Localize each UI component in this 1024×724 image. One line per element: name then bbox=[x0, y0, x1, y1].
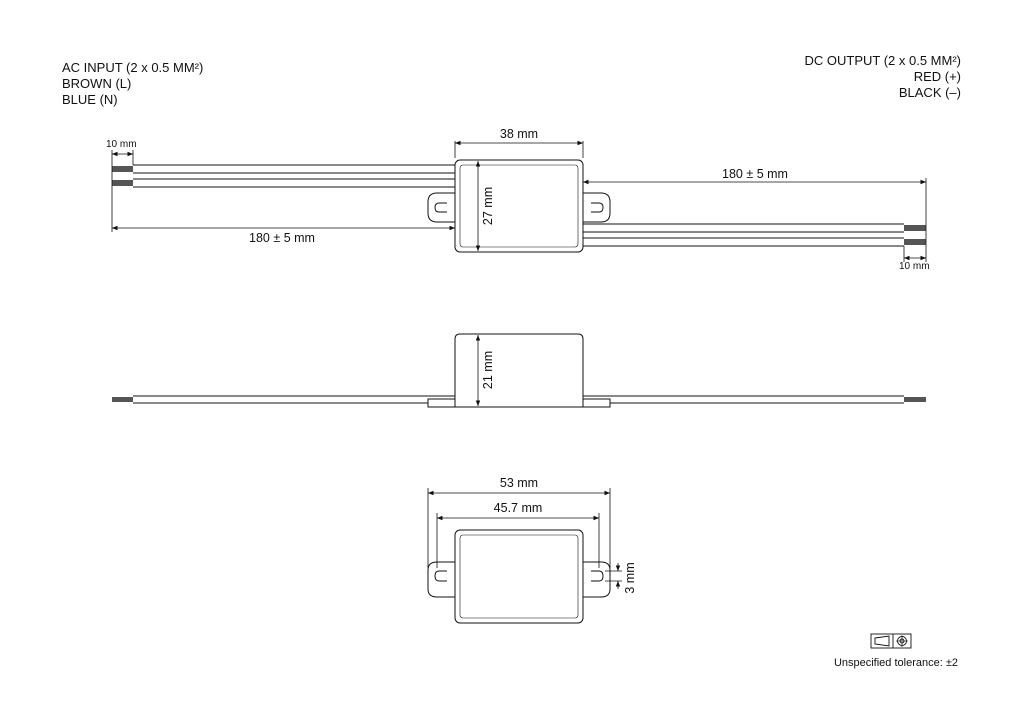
top-view-housing bbox=[454, 159, 584, 253]
top-view bbox=[111, 140, 927, 262]
dim-left-strip: 10 mm bbox=[106, 139, 137, 150]
dim-side-height: 21 mm bbox=[481, 351, 495, 389]
side-view-housing bbox=[454, 333, 584, 408]
bottom-view-housing bbox=[454, 529, 584, 624]
dim-bottom-slot: 3 mm bbox=[623, 562, 637, 593]
left-mounting-tab bbox=[427, 192, 455, 223]
projection-symbol-icon bbox=[870, 633, 912, 649]
ac-input-brown-wire: BROWN (L) bbox=[62, 76, 132, 91]
bottom-view bbox=[427, 488, 622, 624]
right-cable-upper bbox=[583, 223, 926, 233]
right-mounting-tab bbox=[583, 192, 611, 223]
dim-bottom-overall: 53 mm bbox=[500, 476, 538, 490]
bottom-right-tab bbox=[583, 561, 611, 598]
tolerance-note: Unspecified tolerance: ±2 bbox=[833, 657, 958, 669]
side-left-flange bbox=[427, 398, 456, 408]
dc-output-red-wire: RED (+) bbox=[913, 69, 961, 84]
dim-right-cable: 180 ± 5 mm bbox=[722, 167, 788, 181]
dim-top-width: 38 mm bbox=[500, 127, 538, 141]
bottom-left-tab bbox=[427, 561, 455, 598]
side-left-cable bbox=[112, 395, 455, 404]
side-right-cable bbox=[583, 395, 926, 404]
left-cable-lower bbox=[112, 178, 455, 188]
ac-input-title: AC INPUT (2 x 0.5 MM²) bbox=[62, 60, 204, 75]
dc-output-black-wire: BLACK (–) bbox=[898, 85, 961, 100]
dim-top-height: 27 mm bbox=[481, 187, 495, 225]
dim-bottom-inner: 45.7 mm bbox=[494, 501, 543, 515]
dim-right-strip: 10 mm bbox=[899, 261, 930, 272]
ac-input-blue-wire: BLUE (N) bbox=[62, 92, 118, 107]
right-cable-lower bbox=[583, 237, 926, 247]
side-right-flange bbox=[582, 398, 611, 408]
left-cable-upper bbox=[112, 164, 455, 174]
dim-left-cable: 180 ± 5 mm bbox=[249, 231, 315, 245]
side-view bbox=[112, 333, 926, 408]
dc-output-title: DC OUTPUT (2 x 0.5 MM²) bbox=[804, 53, 962, 68]
